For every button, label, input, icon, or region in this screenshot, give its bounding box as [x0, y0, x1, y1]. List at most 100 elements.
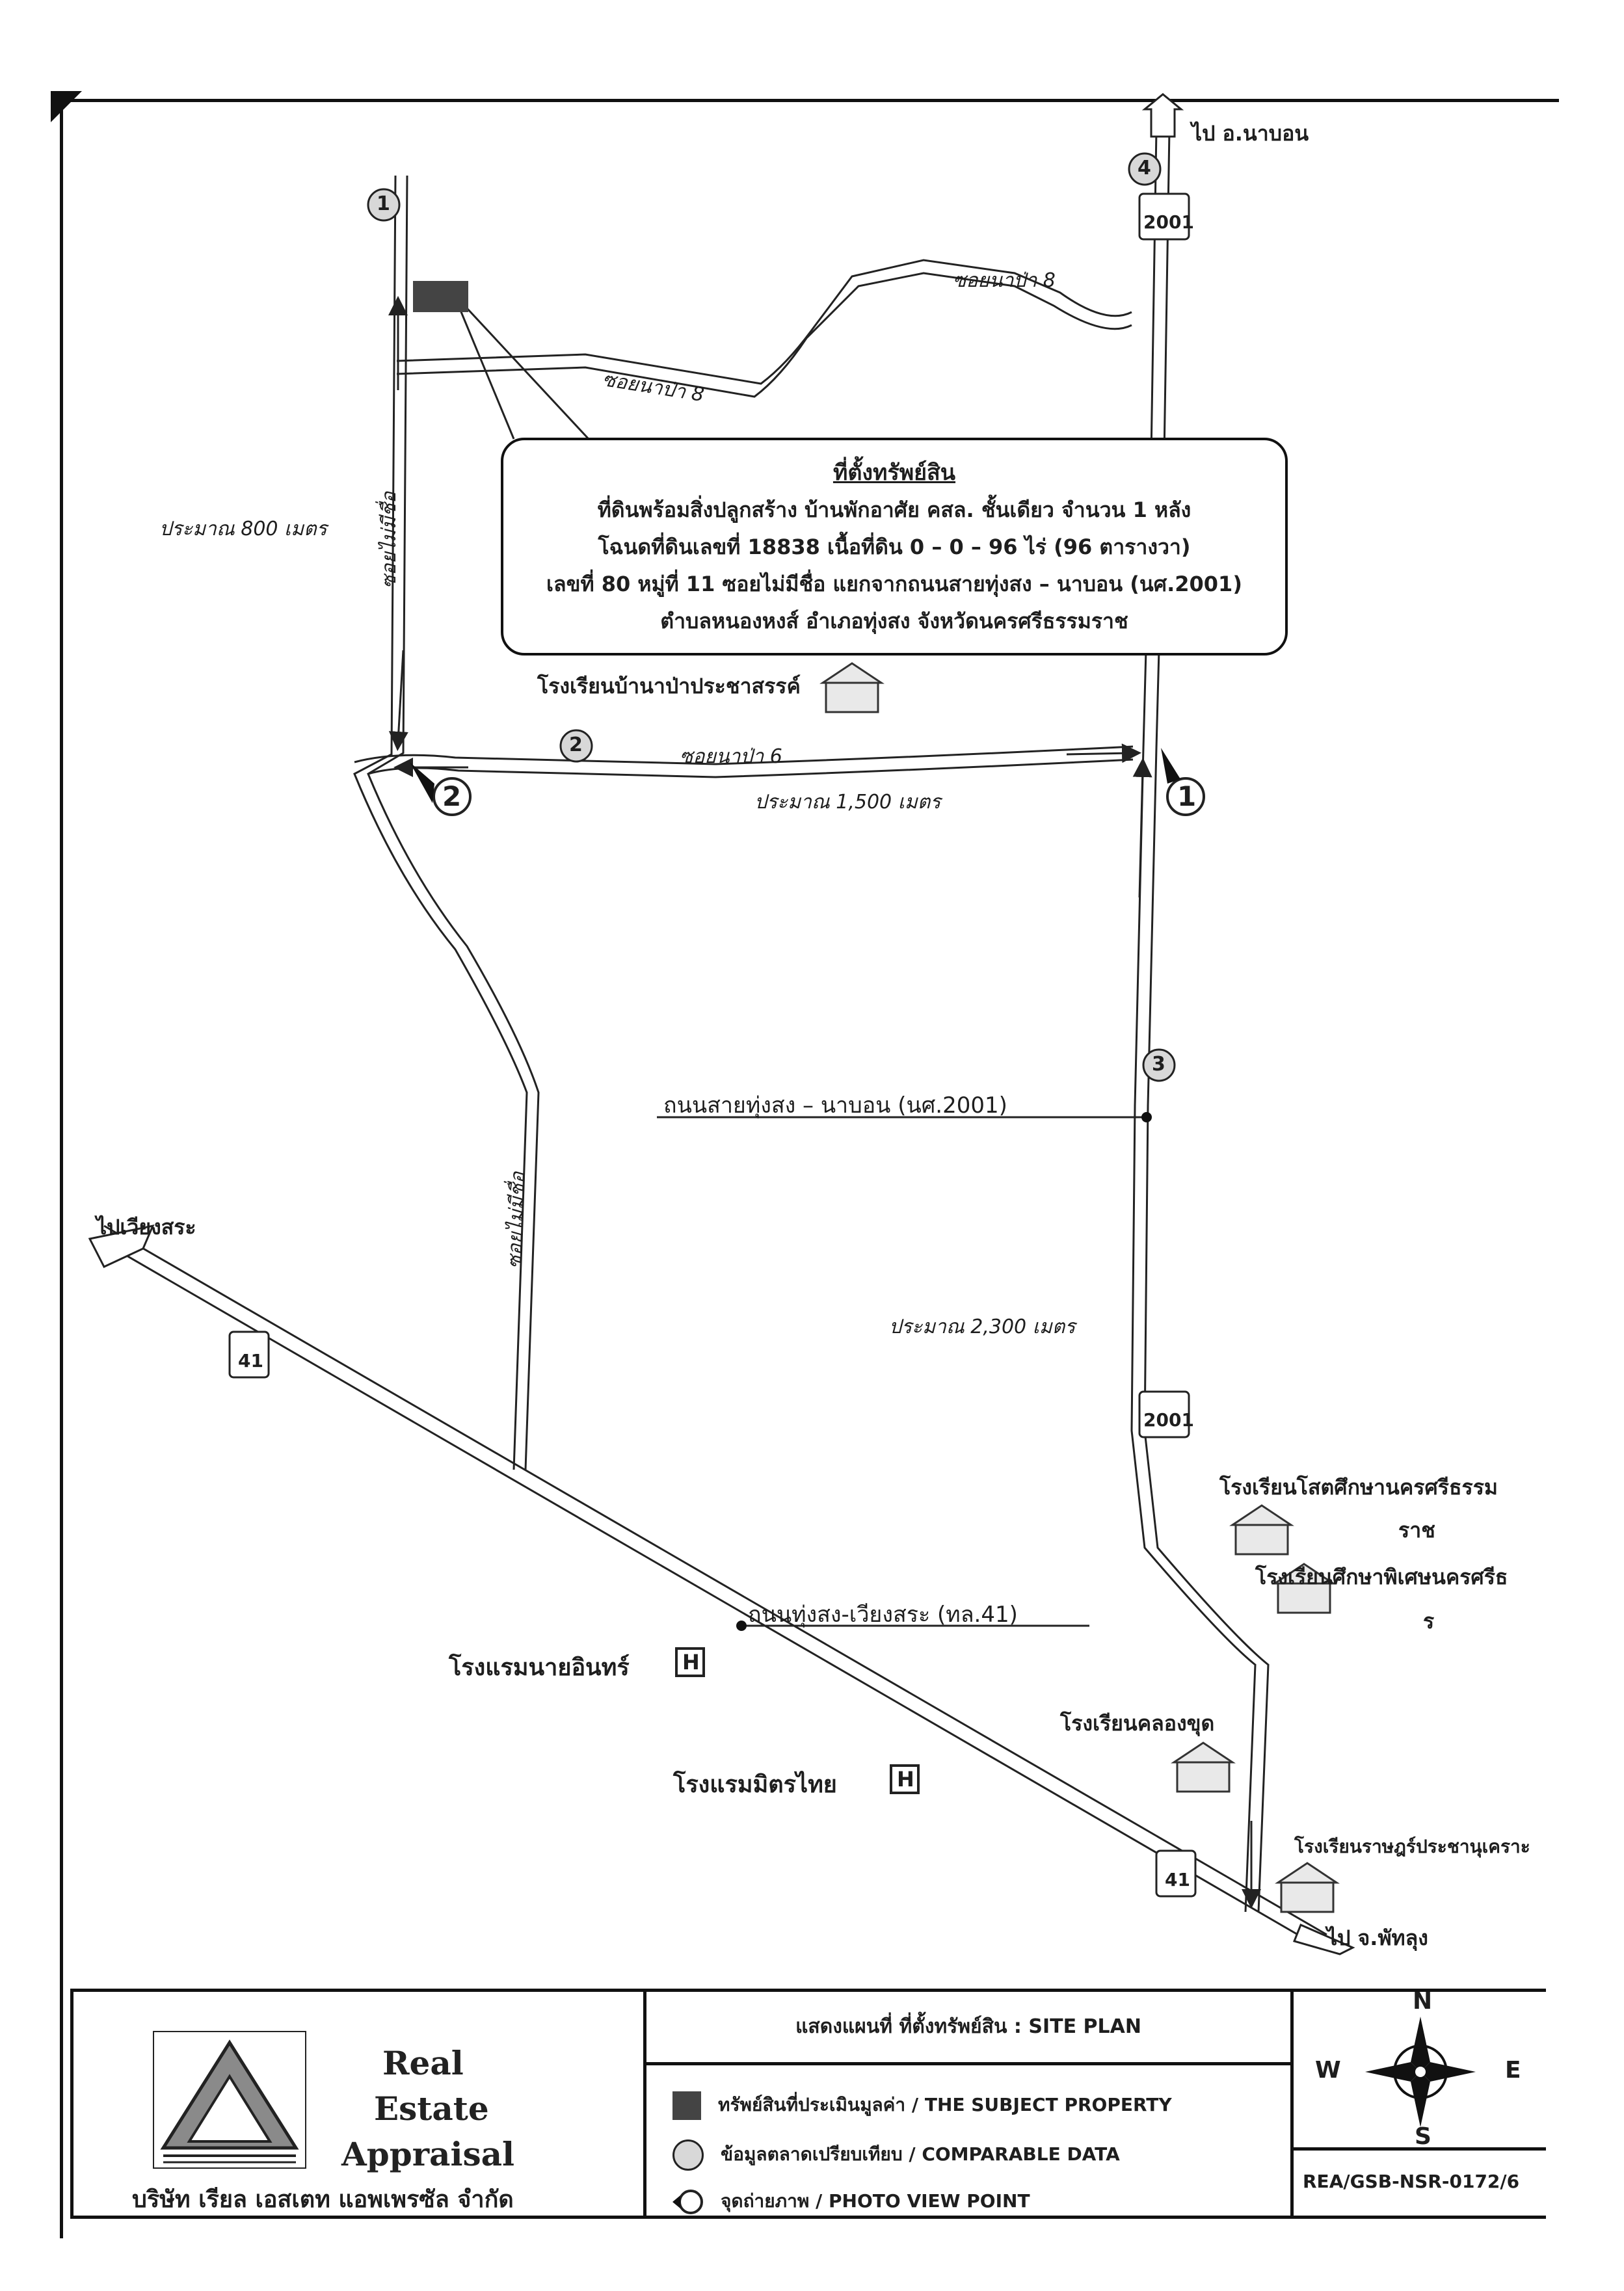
label-school-sot-suksa-1: โรงเรียนโสตศึกษานครศรีธรรม	[1219, 1475, 1498, 1500]
arrow-to-wiang-sa	[88, 1224, 155, 1268]
shield-41-right-box	[1155, 1849, 1197, 1898]
compass-s: S	[1415, 2123, 1431, 2150]
site-leader-1	[457, 298, 590, 440]
label-road-2001: ถนนสายทุ่งสง – นาบอน (นศ.2001)	[663, 1093, 1007, 1119]
company-name: บริษัท เรียล เอสเตท แอพเพรซัล จำกัด	[132, 2186, 514, 2213]
label-to-na-bon: ไป อ.นาบอน	[1191, 121, 1309, 146]
comparable-label-3: 3	[1152, 1053, 1165, 1076]
shield-41-left-box	[228, 1331, 270, 1379]
reference-number: REA/GSB-NSR-0172/6	[1294, 2147, 1546, 2216]
subject-square-icon	[672, 2091, 701, 2120]
arrow-south-soi	[388, 650, 408, 751]
school-icon-phiset	[1271, 1563, 1337, 1614]
logo-word-real: Real	[382, 2044, 464, 2082]
shield-41-right: 41	[1165, 1869, 1190, 1890]
shield-2001-top: 2001	[1143, 211, 1194, 233]
label-road-41: ถนนทุ่งสง-เวียงสระ (ทล.41)	[748, 1602, 1018, 1628]
arrow-east-soi6	[1066, 743, 1141, 763]
comparable-marker-4	[1128, 152, 1162, 186]
label-school-rat-pracha: โรงเรียนราษฎร์ประชานุเคราะ	[1294, 1836, 1530, 1857]
comparable-label-2: 2	[569, 734, 583, 756]
hotel-symbol-nai-in: H	[682, 1650, 700, 1675]
soi-left-road-a	[353, 175, 528, 1470]
road-2001-dot	[1141, 1112, 1152, 1122]
site-leader-2	[457, 305, 515, 440]
subject-property-marker	[413, 281, 468, 312]
photo-view-marker-2	[433, 777, 472, 816]
label-school-khlong-chut: โรงเรียนคลองขุด	[1060, 1711, 1215, 1736]
legend-photo-text: จุดถ่ายภาพ / PHOTO VIEW POINT	[721, 2190, 1030, 2212]
label-school-ban-na-pa: โรงเรียนบ้านาป่าประชาสรรค์	[537, 674, 801, 698]
soi-na-pa-8-lower	[396, 272, 1132, 398]
legend-title: แสดงแผนที่ ที่ตั้งทรัพย์สิน : SITE PLAN	[646, 1992, 1290, 2065]
callout-title: ที่ตั้งทรัพย์สิน	[832, 460, 956, 486]
hotel-symbol-mit-thai: H	[897, 1767, 914, 1792]
hotel-icon-nai-in	[675, 1647, 705, 1677]
arrow-to-phatthalung	[1292, 1924, 1355, 1955]
callout-line-4: ตำบลหนองหงส์ อำเภอทุ่งสง จังหวัดนครศรีธร…	[660, 609, 1128, 633]
label-approx-1500: ประมาณ 1,500 เมตร	[754, 791, 941, 814]
road-map	[88, 93, 1355, 1955]
callout-line-2: โฉนดที่ดินเลขที่ 18838 เนื้อที่ดิน 0 – 0…	[598, 535, 1191, 559]
label-approx-800: ประมาณ 800 เมตร	[159, 518, 327, 540]
photo-view-marker-1	[1166, 777, 1205, 816]
road-41-dot	[736, 1621, 747, 1631]
compass-rose-icon	[1365, 2017, 1476, 2127]
legend-panel: แสดงแผนที่ ที่ตั้งทรัพย์สิน : SITE PLAN …	[643, 1989, 1294, 2219]
property-location-callout: ที่ตั้งทรัพย์สิน ที่ดินพร้อมสิ่งปลูกสร้า…	[501, 438, 1288, 656]
comparable-marker-1	[367, 188, 401, 222]
photo-view-label-2: 2	[442, 780, 462, 812]
logo-panel: Real Estate Appraisal บริษัท เรียล เอสเต…	[70, 1989, 646, 2219]
arrow-north-2001	[1132, 758, 1152, 898]
page-border	[60, 99, 1559, 2238]
corner-mark	[51, 91, 82, 122]
road-2001-a	[1130, 129, 1257, 1913]
shield-2001-top-box	[1138, 192, 1190, 241]
hotel-icon-mit-thai	[890, 1764, 920, 1794]
label-hotel-mit-thai: โรงแรมมิตรไทย	[673, 1771, 837, 1798]
comparable-label-4: 4	[1138, 157, 1151, 179]
comparable-marker-2	[559, 729, 593, 763]
highway-41-a	[97, 1238, 1321, 1949]
school-icon-rat	[1275, 1862, 1340, 1913]
comparable-circle-icon	[672, 2139, 704, 2171]
label-school-suksa-phiset-2: ร	[1423, 1609, 1435, 1634]
soi-na-pa-6-a	[354, 745, 1134, 765]
label-soi-na-pa-6: ซอยนาป่า 6	[680, 745, 782, 768]
label-soi-mai-mi-chue-2: ซอยไม่มีชื่อ	[503, 1171, 530, 1269]
shield-2001-mid: 2001	[1143, 1409, 1194, 1431]
school-icon-khlong	[1171, 1741, 1236, 1793]
label-school-suksa-phiset-1: โรงเรียนศึกษาพิเศษนครศรีธ	[1255, 1565, 1508, 1589]
arrow-to-na-bon	[1141, 93, 1184, 138]
legend-row-subject: ทรัพย์สินที่ประเมินมูลค่า / THE SUBJECT …	[672, 2091, 1172, 2120]
highway-41-b	[103, 1225, 1327, 1936]
photo-viewpoint-icon	[672, 2190, 703, 2214]
callout-line-3: เลขที่ 80 หมู่ที่ 11 ซอยไม่มีชื่อ แยกจาก…	[546, 572, 1242, 596]
compass-n: N	[1413, 1988, 1433, 2015]
school-icons	[819, 662, 1340, 1913]
school-icon-na-pa	[819, 662, 885, 713]
label-to-phatthalung: ไป จ.พัทลุง	[1327, 1926, 1428, 1950]
road-2001-b	[1143, 129, 1270, 1913]
comparable-marker-3	[1142, 1048, 1176, 1082]
photo-view-label-1: 1	[1177, 780, 1197, 812]
label-soi-mai-mi-chue-1: ซอยไม่มีชื่อ	[378, 492, 401, 589]
compass-e: E	[1505, 2057, 1521, 2084]
legend-comparable-text: ข้อมูลตลาดเปรียบเทียบ / COMPARABLE DATA	[721, 2143, 1120, 2165]
legend-subject-text: ทรัพย์สินที่ประเมินมูลค่า / THE SUBJECT …	[718, 2094, 1172, 2115]
soi-na-pa-8-upper	[396, 259, 1132, 385]
label-school-sot-suksa-2: ราช	[1398, 1518, 1435, 1543]
legend-row-comparable: ข้อมูลตลาดเปรียบเทียบ / COMPARABLE DATA	[672, 2139, 1120, 2171]
label-soi-na-pa-8-a: ซอยนาป่า 8	[953, 269, 1056, 292]
photo-view-wedge-2	[410, 762, 434, 803]
school-icon-sot	[1229, 1504, 1294, 1556]
callout-line-1: ที่ดินพร้อมสิ่งปลูกสร้าง บ้านพักอาศัย คส…	[597, 497, 1191, 522]
logo-word-appraisal: Appraisal	[341, 2135, 514, 2173]
photo-view-wedge-1	[1161, 748, 1180, 784]
label-to-wiang-sa: ไปเวียงสระ	[96, 1215, 196, 1239]
legend-row-photo: จุดถ่ายภาพ / PHOTO VIEW POINT	[672, 2187, 1030, 2216]
company-logo-icon	[153, 2031, 306, 2169]
label-hotel-nai-in: โรงแรมนายอินทร์	[449, 1654, 630, 1681]
shield-2001-mid-box	[1138, 1390, 1190, 1438]
soi-left-road-b	[367, 175, 540, 1470]
